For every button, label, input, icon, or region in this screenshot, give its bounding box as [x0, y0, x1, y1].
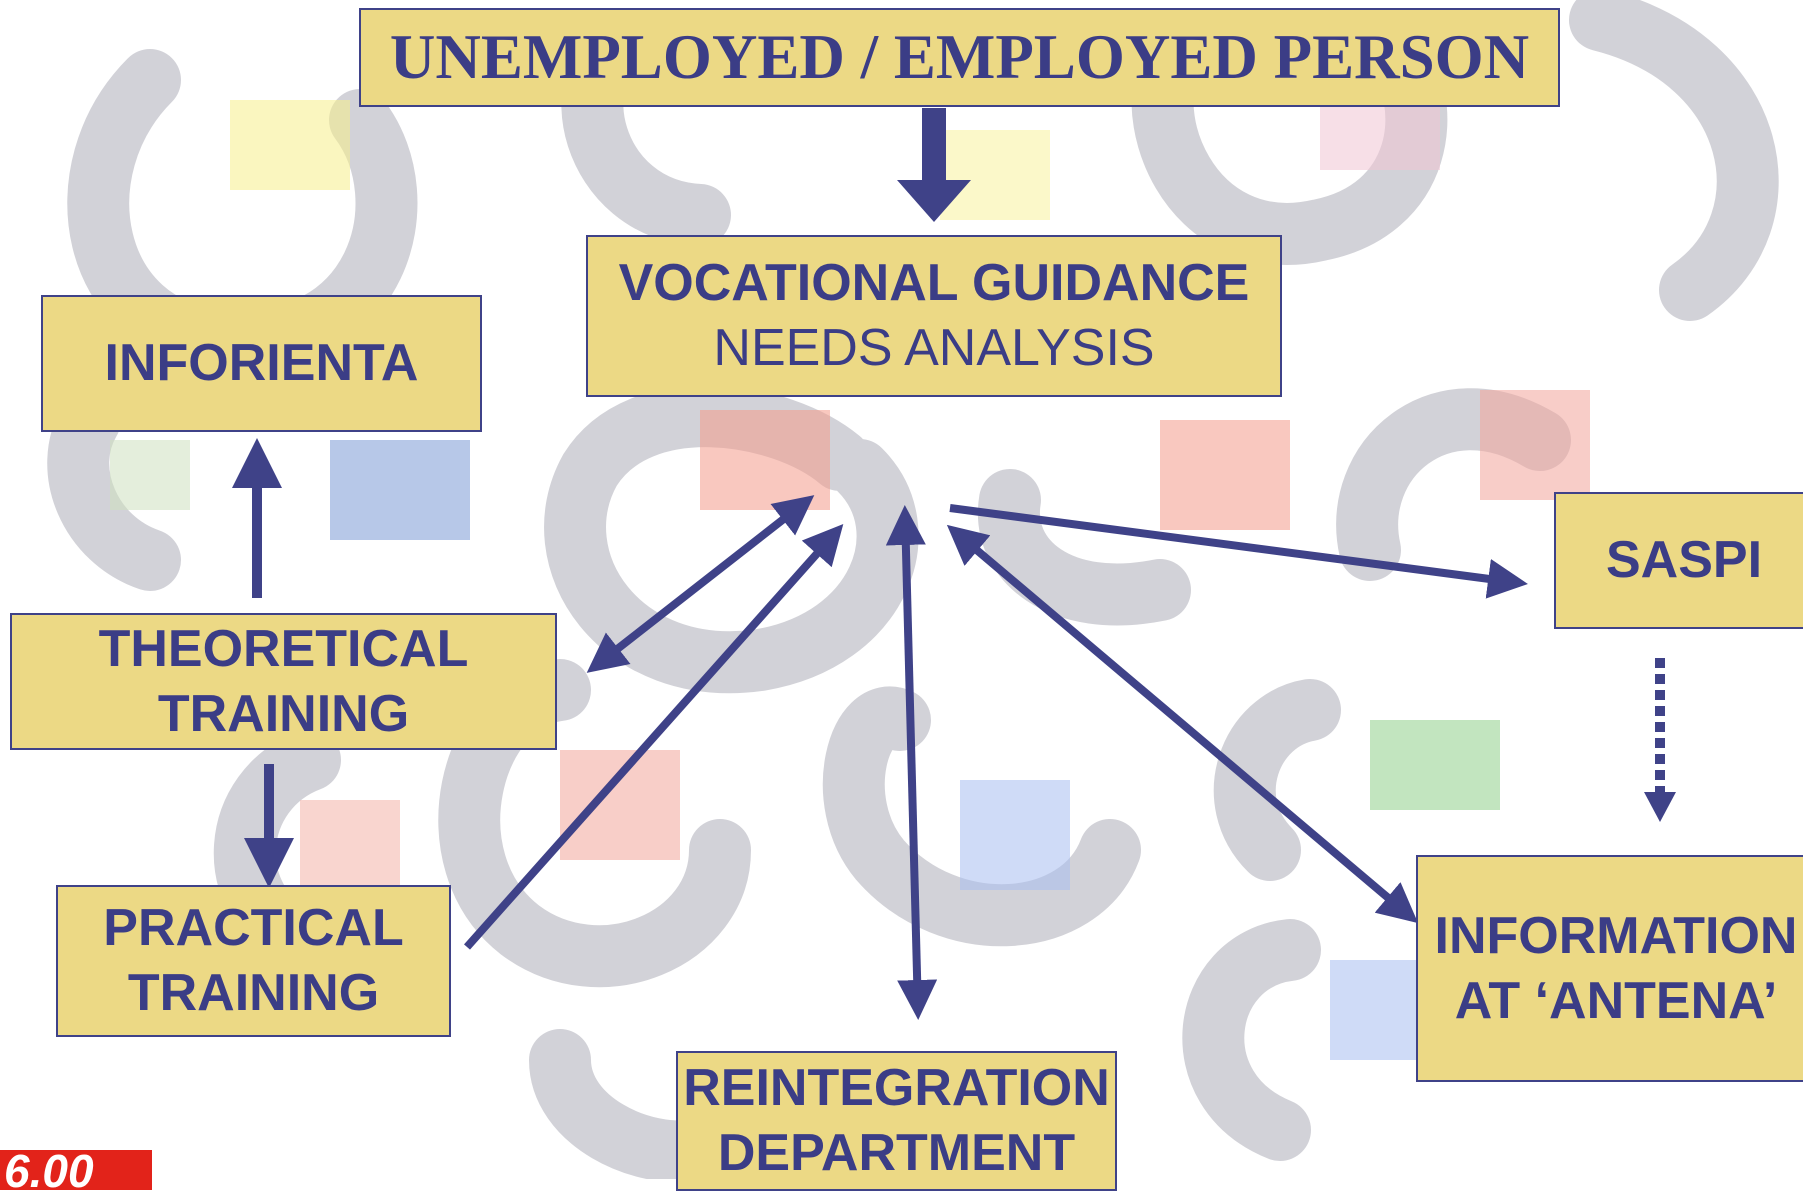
theoretical-label: THEORETICAL [98, 619, 469, 678]
reintegration-department-box: REINTEGRATION DEPARTMENT [676, 1051, 1117, 1191]
information-label: INFORMATION [1434, 906, 1798, 965]
unemployed-employed-person-box: UNEMPLOYED / EMPLOYED PERSON [359, 8, 1560, 107]
information-antena-box: INFORMATION AT ‘ANTENA’ [1416, 855, 1803, 1082]
theoretical-training-box: THEORETICAL TRAINING [10, 613, 557, 750]
reintegration-label: REINTEGRATION [683, 1059, 1110, 1117]
inforienta-label: INFORIENTA [104, 334, 419, 392]
logo-text: 6.00 [4, 1150, 94, 1190]
arrow-vocational-to-saspi [949, 504, 1528, 599]
arrow-vocational-information [946, 524, 1419, 924]
arrow-practical-to-vocational [464, 524, 844, 950]
theoretical-training-label: TRAINING [157, 684, 410, 743]
unemployed-employed-person-label: UNEMPLOYED / EMPLOYED PERSON [389, 22, 1530, 93]
vocational-guidance-box: VOCATIONAL GUIDANCE NEEDS ANALYSIS [586, 235, 1282, 397]
inforienta-box: INFORIENTA [41, 295, 482, 432]
vocational-guidance-label: VOCATIONAL GUIDANCE [618, 254, 1250, 312]
arrow-top-to-vocational [897, 108, 971, 222]
saspi-box: SASPI [1554, 492, 1803, 629]
arrow-vocational-theoretical [586, 495, 815, 673]
arrow-saspi-to-information-dashed [1644, 658, 1676, 822]
practical-label: PRACTICAL [103, 899, 404, 957]
saspi-label: SASPI [1605, 531, 1763, 589]
needs-analysis-label: NEEDS ANALYSIS [713, 319, 1155, 377]
department-label: DEPARTMENT [717, 1124, 1076, 1182]
arrow-vocational-reintegration [885, 505, 938, 1020]
practical-training-label: TRAINING [127, 964, 380, 1022]
at-antena-label: AT ‘ANTENA’ [1454, 971, 1778, 1030]
practical-training-box: PRACTICAL TRAINING [56, 885, 451, 1037]
corner-logo: 6.00 [0, 1150, 152, 1190]
